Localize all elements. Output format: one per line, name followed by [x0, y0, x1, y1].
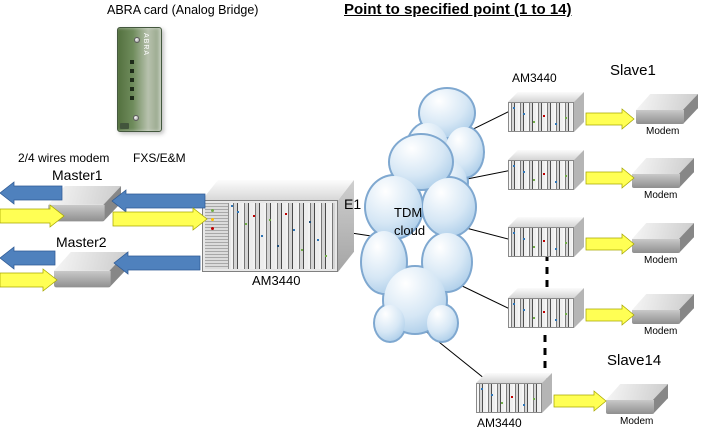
device-side-face: [542, 373, 552, 413]
device-top-face: [508, 217, 584, 227]
device-front-face: [508, 227, 574, 257]
master2-modem: [54, 252, 128, 289]
e1-label: E1: [344, 196, 362, 212]
modem-top-face: [48, 186, 122, 205]
modem-top-face: [636, 94, 698, 110]
abra-card-screw-icon: [133, 115, 139, 121]
device-front-face: [476, 383, 542, 413]
modem-front-face: [632, 239, 680, 253]
slave-device-1: [508, 92, 584, 132]
device-top-face: [508, 150, 584, 160]
device-front-face: [508, 102, 574, 132]
modem-front-face: [632, 310, 680, 324]
modem-front-face: [54, 270, 111, 288]
modem-front-face: [632, 174, 680, 188]
wires-modem-label: 2/4 wires modem: [18, 151, 110, 165]
tdm-cloud-lower: [360, 133, 477, 343]
device-led-icons: [481, 388, 483, 390]
modem-top-face: [606, 384, 668, 400]
slave-modem-3: [632, 223, 694, 254]
device-top-face: [508, 288, 584, 298]
am3440-bottom-label: AM3440: [477, 416, 522, 430]
modem-front-face: [48, 204, 105, 222]
modem-label: Modem: [644, 326, 678, 337]
device-side-face: [574, 288, 584, 328]
slave1-label: Slave1: [610, 62, 656, 79]
chassis-card-slots: [231, 203, 335, 269]
device-side-face: [574, 150, 584, 190]
modem-label: Modem: [644, 190, 678, 201]
chassis-top-face: [202, 180, 354, 200]
tdm-cloud-label: TDM cloud: [394, 205, 426, 238]
slave-modem-1: [636, 94, 698, 125]
slave-modem-14: [606, 384, 668, 415]
modem-label: Modem: [646, 126, 680, 137]
chassis-front-face: [202, 200, 338, 272]
connector-line-slave2: [461, 169, 513, 181]
device-led-icons: [513, 165, 515, 167]
chassis-led-icons: [211, 209, 214, 212]
modem-front-face: [636, 110, 684, 124]
modem-top-face: [632, 223, 694, 239]
device-led-icons: [513, 303, 515, 305]
device-front-face: [508, 298, 574, 328]
abra-card-jacks: [130, 60, 134, 64]
abra-card-screw-icon: [134, 37, 140, 43]
device-led-icons: [513, 107, 515, 109]
connector-line-slave4: [457, 283, 513, 311]
modem-front-face: [606, 400, 654, 414]
device-side-face: [574, 217, 584, 257]
chassis-card-led-icons: [231, 205, 233, 207]
abra-card-ejector-tab: [120, 123, 129, 129]
device-top-face: [508, 92, 584, 102]
device-front-face: [508, 160, 574, 190]
slave-modem-4: [632, 294, 694, 325]
modem-top-face: [54, 252, 128, 271]
slave-device-2: [508, 150, 584, 190]
am3440-label: AM3440: [252, 273, 301, 288]
modem-label: Modem: [620, 416, 654, 427]
modem-top-face: [632, 158, 694, 174]
chassis-control-panel: [205, 203, 229, 269]
abra-card-title: ABRA card (Analog Bridge): [107, 3, 259, 17]
device-side-face: [574, 92, 584, 132]
modem-label: Modem: [644, 255, 678, 266]
master2-label: Master2: [56, 234, 107, 250]
am3440-main-chassis: [202, 180, 354, 272]
chassis-side-face: [338, 180, 354, 272]
device-led-icons: [513, 232, 515, 234]
abra-card-graphic: ABRA: [117, 27, 162, 132]
connector-line-slave3: [465, 227, 513, 241]
master1-label: Master1: [52, 167, 103, 183]
slave-device-3: [508, 217, 584, 257]
master1-modem: [48, 186, 122, 223]
slave-modem-2: [632, 158, 694, 189]
am3440-top-label: AM3440: [512, 71, 557, 85]
fxs-em-label: FXS/E&M: [133, 151, 186, 165]
slave14-label: Slave14: [607, 352, 662, 369]
abra-card-label: ABRA: [142, 33, 149, 57]
slave-device-14: [476, 373, 552, 413]
modem-top-face: [632, 294, 694, 310]
main-title: Point to specified point (1 to 14): [344, 1, 572, 18]
device-top-face: [476, 373, 552, 383]
slave-device-4: [508, 288, 584, 328]
